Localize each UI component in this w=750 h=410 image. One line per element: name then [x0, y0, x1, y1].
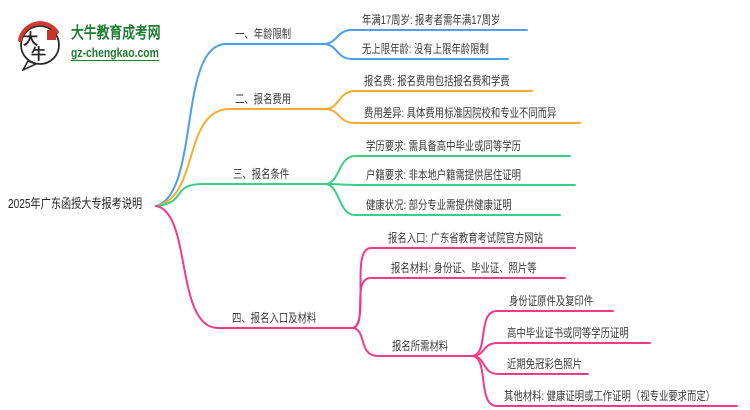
- logo-text: 大牛教育成考网 gz-chengkao.com: [71, 19, 183, 62]
- logo-char-niu: 牛: [31, 45, 46, 63]
- logo-bubble-tail-icon: [21, 60, 39, 71]
- leaf-node-health-requirement: 健康状况: 部分专业需提供健康证明: [366, 198, 512, 212]
- branch-node-fee: 二、报名费用: [235, 92, 292, 106]
- logo-domain: gz-chengkao.com: [71, 45, 159, 61]
- site-logo: 大 牛 大牛教育成考网 gz-chengkao.com: [16, 19, 183, 71]
- leaf-node-household-requirement: 户籍要求: 非本地户籍需提供居住证明: [366, 168, 521, 182]
- leaf-node-entry-website: 报名入口: 广东省教育考试院官方网站: [388, 231, 543, 245]
- branch-node-age-limit: 一、年龄限制: [235, 27, 292, 41]
- branch-node-conditions: 三、报名条件: [233, 167, 290, 181]
- branch-node-entry-materials: 四、报名入口及材料: [232, 311, 317, 325]
- leaf-node-diploma: 高中毕业证书或同等学历证明: [507, 326, 629, 340]
- leaf-node-age-nolimit: 无上限年龄: 没有上限年龄限制: [362, 42, 489, 56]
- logo-red-arc-icon: [18, 21, 59, 42]
- leaf-node-fee-includes: 报名费: 报名费用包括报名费和学费: [364, 74, 510, 88]
- leaf-node-other-materials: 其他材料: 健康证明或工作证明（视专业要求而定）: [504, 389, 716, 403]
- subbranch-node-required-materials: 报名所需材料: [392, 339, 449, 353]
- leaf-node-id-card: 身份证原件及复印件: [509, 294, 594, 308]
- logo-char-da: 大: [23, 30, 38, 48]
- logo-title: 大牛教育成考网: [71, 25, 161, 42]
- leaf-node-photo: 近期免冠彩色照片: [507, 357, 582, 371]
- leaf-node-education-requirement: 学历要求: 需具备高中毕业或同等学历: [366, 139, 521, 153]
- leaf-node-age-17: 年满17周岁: 报考者需年满17周岁: [362, 13, 501, 27]
- root-node: 2025年广东函授大专报考说明: [8, 196, 143, 211]
- leaf-node-materials-summary: 报名材料: 身份证、毕业证、照片等: [391, 261, 537, 275]
- logo-bull-icon: 大 牛: [18, 21, 60, 71]
- logo-seal-icon: [47, 30, 56, 40]
- leaf-node-fee-difference: 费用差异: 具体费用标准因院校和专业不同而异: [364, 106, 557, 120]
